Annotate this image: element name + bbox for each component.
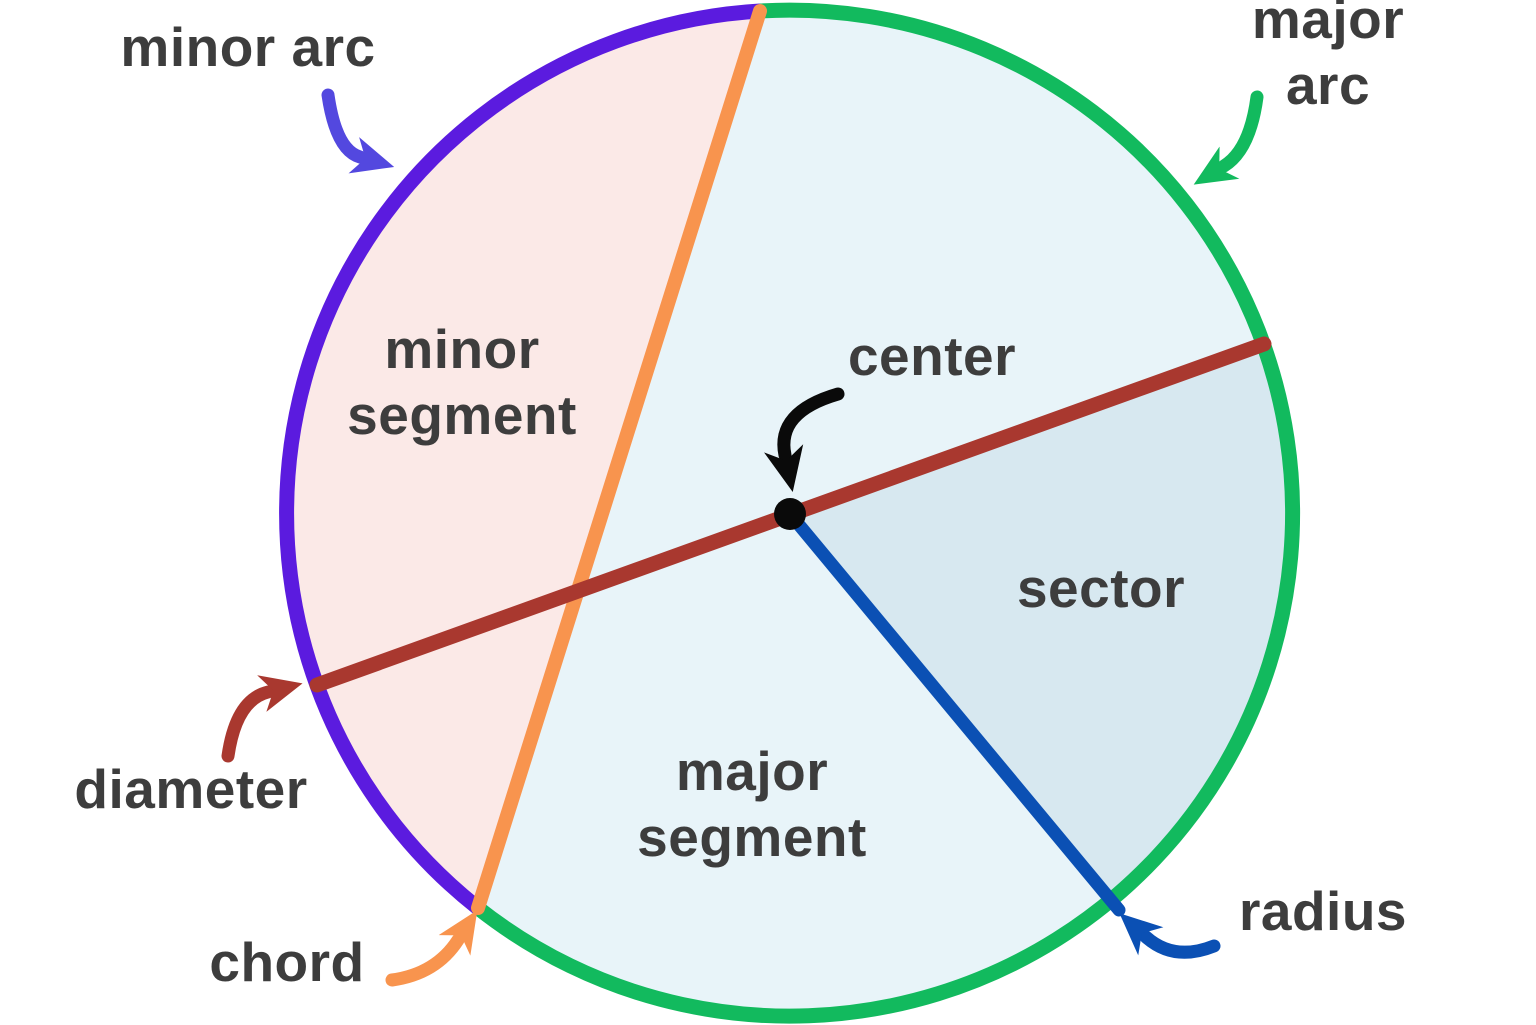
chord-line bbox=[471, 4, 767, 915]
chord-arrow bbox=[385, 910, 478, 987]
minor-segment-label: minor segment bbox=[347, 318, 577, 446]
sector-label: sector bbox=[1016, 557, 1186, 619]
radius-label: radius bbox=[1238, 880, 1408, 942]
center-label: center bbox=[847, 325, 1017, 387]
radius-line bbox=[783, 507, 1126, 917]
major-arc-arrow bbox=[1193, 90, 1264, 185]
minor-arc-curve bbox=[279, 3, 761, 914]
radius-arrow bbox=[1119, 913, 1221, 959]
major-segment-label: major segment bbox=[637, 740, 867, 868]
major-arc-label: major arc bbox=[1251, 0, 1405, 116]
chord-label: chord bbox=[209, 931, 365, 993]
center-arrow bbox=[764, 387, 845, 492]
minor-arc-label: minor arc bbox=[120, 16, 376, 78]
major-arc-curve bbox=[473, 2, 1301, 1024]
diameter-arrow bbox=[221, 675, 303, 763]
minor-segment-region bbox=[286, 11, 760, 908]
center-dot bbox=[774, 498, 806, 530]
minor-arc-arrow bbox=[321, 88, 395, 174]
diameter-label: diameter bbox=[74, 758, 308, 820]
sector-region bbox=[790, 344, 1294, 901]
